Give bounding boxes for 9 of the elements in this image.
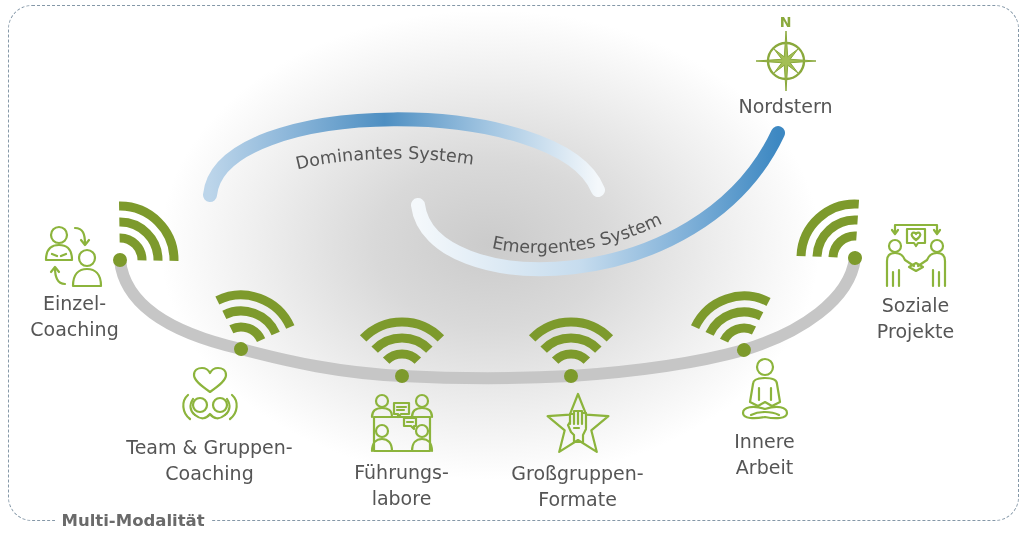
node-label: Innere Arbeit (733, 428, 796, 480)
node-label: Nordstern (737, 93, 834, 119)
compass-letter: N (779, 14, 792, 30)
node-label: Soziale Projekte (875, 292, 956, 344)
band-label: Dominantes System (293, 142, 475, 173)
node-label: Einzel- Coaching (29, 290, 120, 342)
node-label: Führungs- labore (353, 459, 450, 511)
node-label: Team & Gruppen- Coaching (125, 434, 294, 486)
node-label: Großgruppen- Formate (510, 460, 645, 512)
